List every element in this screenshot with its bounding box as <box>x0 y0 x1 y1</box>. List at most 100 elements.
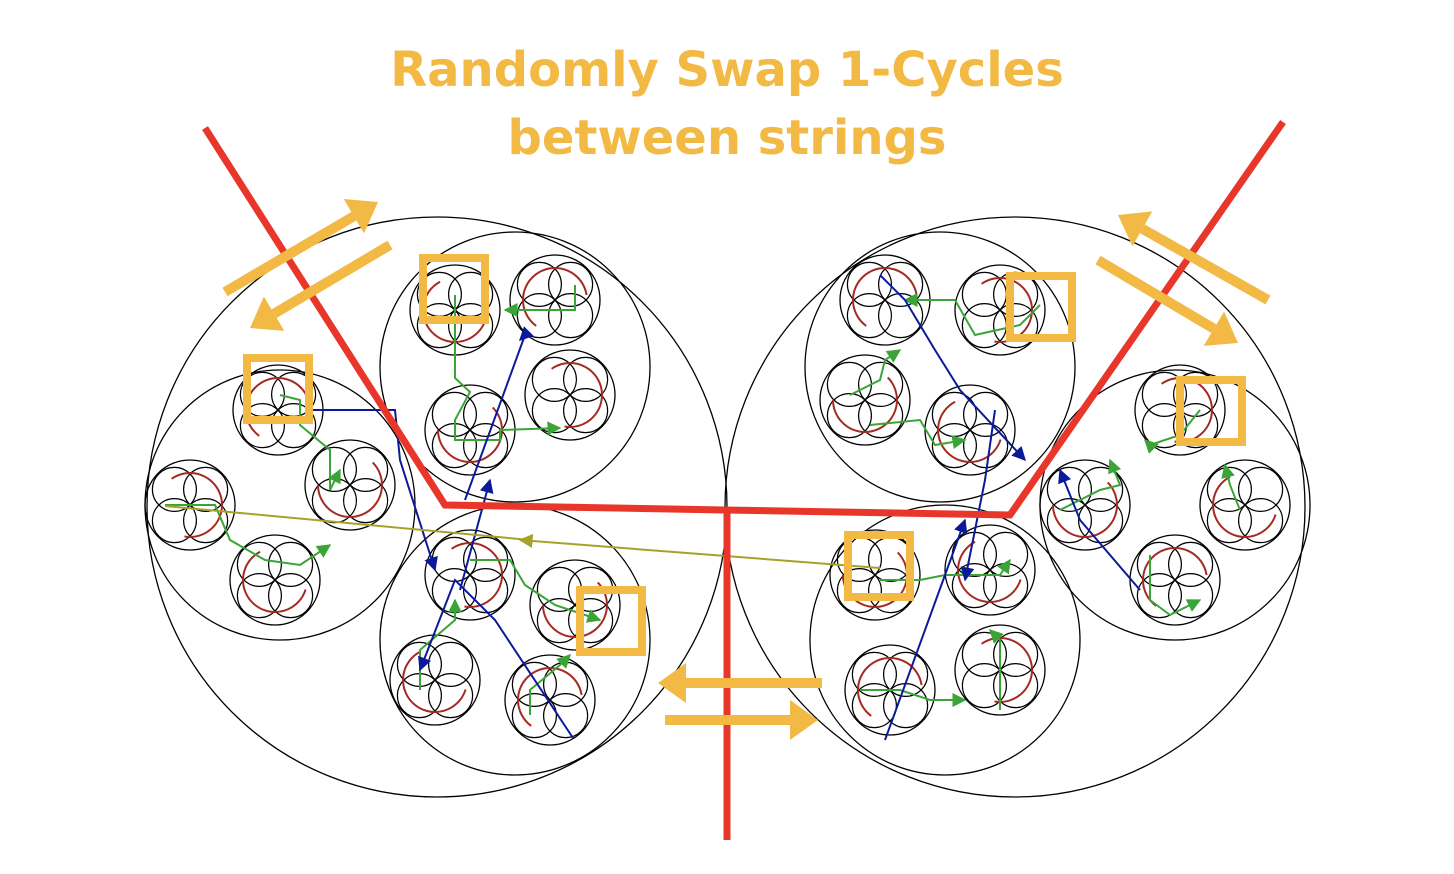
small-circle <box>829 529 921 621</box>
tiny-circle <box>1046 497 1093 544</box>
tiny-circle <box>851 682 898 729</box>
small-circle <box>424 529 516 621</box>
tiny-circle <box>151 466 197 512</box>
title-line-2: between strings <box>507 110 947 166</box>
red-arc <box>402 650 467 713</box>
red-arc <box>852 267 918 327</box>
green-path <box>1149 555 1202 617</box>
tiny-circle <box>992 631 1039 678</box>
tiny-circle <box>857 361 904 407</box>
tiny-circle <box>428 641 474 688</box>
small-circle <box>954 264 1046 356</box>
tiny-circle <box>961 662 1008 709</box>
tiny-circle <box>1167 572 1214 619</box>
red-arc <box>451 541 504 608</box>
tiny-circle <box>463 423 509 469</box>
red-arc <box>317 461 383 518</box>
swap-arrow-shaft <box>1095 255 1217 334</box>
mid-circle <box>379 504 651 776</box>
tiny-circle <box>463 567 509 614</box>
swap-arrow-head <box>1203 311 1238 346</box>
blue-path <box>418 578 574 739</box>
tiny-circle <box>857 393 904 439</box>
small-circle <box>304 439 396 531</box>
tiny-circle <box>882 651 929 698</box>
olive-swap-link <box>164 505 881 569</box>
tiny-circle <box>542 661 589 708</box>
red-arc <box>981 636 1034 703</box>
mid-circle <box>804 231 1076 503</box>
tiny-circle <box>846 293 893 339</box>
blue-path <box>884 518 968 741</box>
tiny-circle <box>511 661 558 708</box>
swap-arrow-icon <box>250 240 393 331</box>
tiny-circle <box>992 662 1039 709</box>
small-circle <box>529 559 621 651</box>
tiny-circle <box>428 672 474 719</box>
green-path <box>849 349 902 396</box>
swap-arrow-shaft <box>271 240 393 319</box>
red-arc <box>832 376 898 433</box>
tiny-circle <box>961 631 1008 678</box>
swap-arrow-head <box>790 700 818 740</box>
tiny-circle <box>271 403 317 449</box>
tiny-circle <box>151 497 197 544</box>
blue-path <box>960 409 996 582</box>
tiny-circle <box>268 541 314 588</box>
swap-arrow-head <box>250 296 285 331</box>
swap-arrow-head <box>658 663 686 703</box>
green-path <box>860 689 967 707</box>
tiny-circle <box>547 261 594 307</box>
small-circle <box>229 534 321 626</box>
green-path <box>279 394 341 491</box>
red-arc <box>957 540 1022 603</box>
tiny-circle <box>463 391 509 437</box>
small-circle <box>844 644 936 736</box>
tiny-circle <box>846 261 893 307</box>
small-circle <box>389 634 481 726</box>
red-arc <box>437 406 503 463</box>
red-arc <box>1212 475 1277 538</box>
red-arc <box>542 581 608 638</box>
olive-link-line <box>164 505 531 541</box>
highlight-box-icon <box>419 254 489 324</box>
small-circle <box>819 354 911 446</box>
swap-arrow-shaft <box>1139 224 1271 305</box>
small-circle <box>954 624 1046 716</box>
tiny-circle <box>236 572 282 619</box>
blue-path <box>305 409 438 572</box>
green-path <box>1144 409 1201 454</box>
tiny-circle <box>236 541 282 588</box>
small-circle <box>1134 364 1226 456</box>
red-arc <box>857 657 923 717</box>
swap-arrow-icon <box>222 199 378 297</box>
red-arc <box>242 550 307 613</box>
tiny-circle <box>836 567 883 614</box>
green-cycle-paths <box>165 285 1241 715</box>
small-circle <box>504 654 596 746</box>
blue-path <box>879 274 1026 462</box>
tiny-circle <box>239 403 285 449</box>
mid-circle <box>379 231 651 503</box>
tiny-circle <box>877 261 924 307</box>
highlight-boxes <box>243 254 1246 656</box>
swap-arrow-icon <box>1095 255 1238 346</box>
tiny-circle <box>1136 541 1183 588</box>
green-path <box>529 654 571 715</box>
tiny-circle <box>851 651 898 698</box>
tiny-circle <box>1237 497 1284 544</box>
green-path <box>503 285 576 317</box>
highlight-box-icon <box>1176 376 1246 446</box>
tiny-circle <box>1172 403 1219 449</box>
swap-arrow-icon <box>1118 211 1271 305</box>
tiny-circle <box>547 293 594 339</box>
swap-arrow-shaft <box>222 211 357 297</box>
blue-path <box>1058 468 1141 591</box>
tiny-circle <box>1167 541 1214 588</box>
green-path <box>989 629 1004 710</box>
tiny-circle <box>343 446 389 492</box>
tiny-circle <box>1077 466 1124 512</box>
highlight-box-icon <box>1006 272 1076 342</box>
small-circle <box>524 349 616 441</box>
